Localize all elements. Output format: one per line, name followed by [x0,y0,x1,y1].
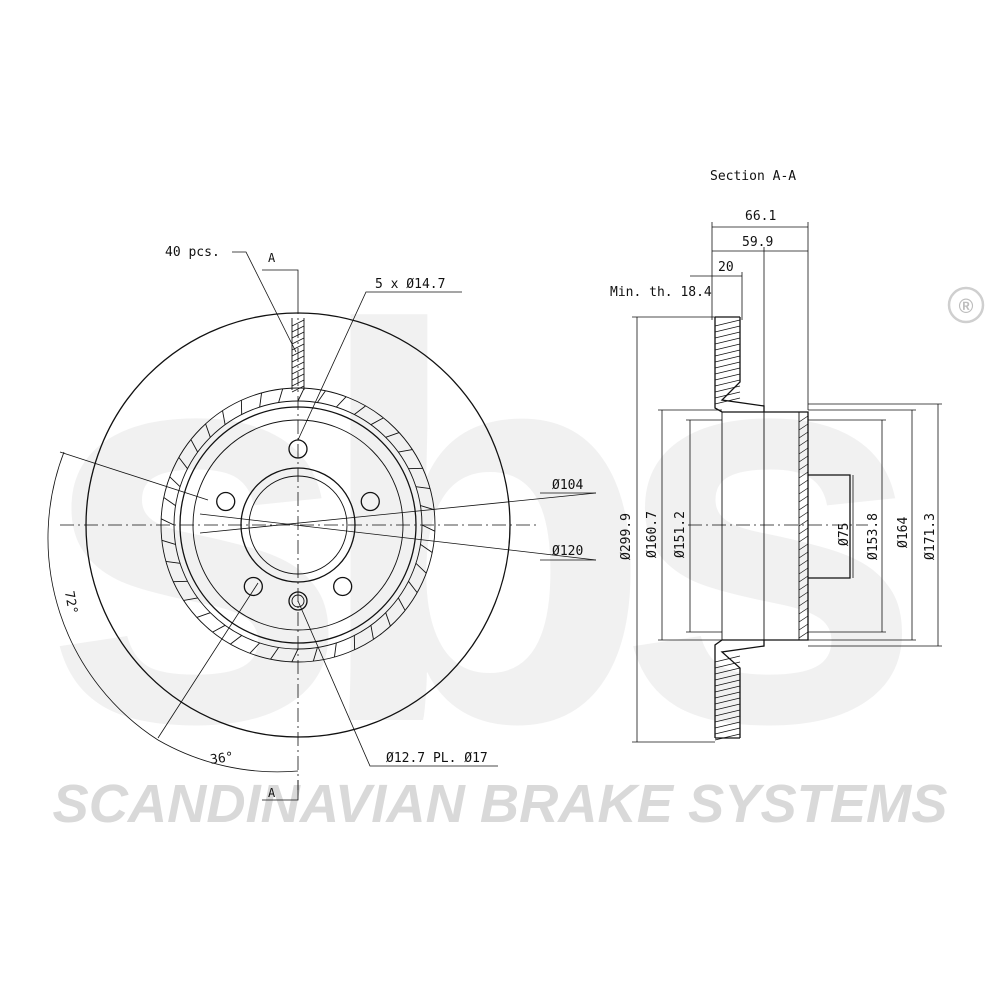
dim-59-9: 59.9 [742,235,773,250]
watermark-logo: sbs [40,213,902,839]
small-hole-label: Ø12.7 PL. Ø17 [386,751,488,766]
dim-151-2: Ø151.2 [673,511,688,558]
dim-min-thickness: Min. th. 18.4 [610,285,712,300]
dim-171-3: Ø171.3 [923,513,938,560]
dim-66-1: 66.1 [745,209,776,224]
vanes-label: 40 pcs. [165,245,220,260]
dim-75: Ø75 [837,523,852,546]
dim-299-9: Ø299.9 [619,513,634,560]
dim-160-7: Ø160.7 [645,511,660,558]
hub-dia-label: Ø120 [552,544,583,559]
dim-164: Ø164 [896,517,911,548]
dim-20: 20 [718,260,734,275]
section-label-top: A [268,251,276,265]
bolt-holes-label: 5 x Ø14.7 [375,277,445,292]
section-label-bottom: A [268,786,276,800]
company-name: SCANDINAVIAN BRAKE SYSTEMS [53,774,948,834]
registered-mark: ® [959,296,974,318]
dim-153-8: Ø153.8 [866,513,881,560]
pcd-label: Ø104 [552,478,583,493]
section-title: Section A-A [710,169,796,184]
